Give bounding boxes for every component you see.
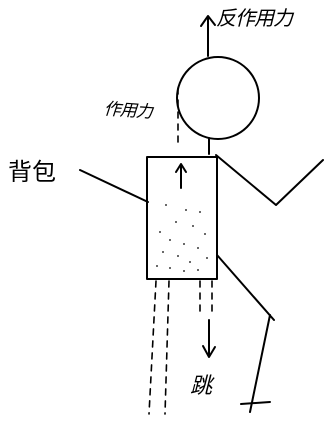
- jump-label: 跳: [190, 374, 212, 399]
- action-force-label: 作用力: [103, 99, 153, 123]
- backpack-rect: [146, 156, 218, 280]
- reaction-force-arrow-head: [200, 15, 216, 27]
- dashed-leg-1: [148, 280, 157, 415]
- head-circle: [176, 56, 260, 140]
- arm-line: [215, 154, 324, 206]
- dashed-leg-2: [164, 280, 170, 415]
- right-leg-lower: [249, 314, 271, 413]
- right-foot: [240, 401, 271, 405]
- action-force-arrow-head: [175, 163, 187, 173]
- backpack-leader-line: [79, 169, 149, 203]
- right-leg-upper: [216, 254, 275, 321]
- backpack-label: 背包: [8, 158, 56, 186]
- reaction-force-label: 反作用力: [216, 6, 293, 30]
- jump-arrow-head: [202, 345, 216, 358]
- backpack-shading: [156, 204, 208, 272]
